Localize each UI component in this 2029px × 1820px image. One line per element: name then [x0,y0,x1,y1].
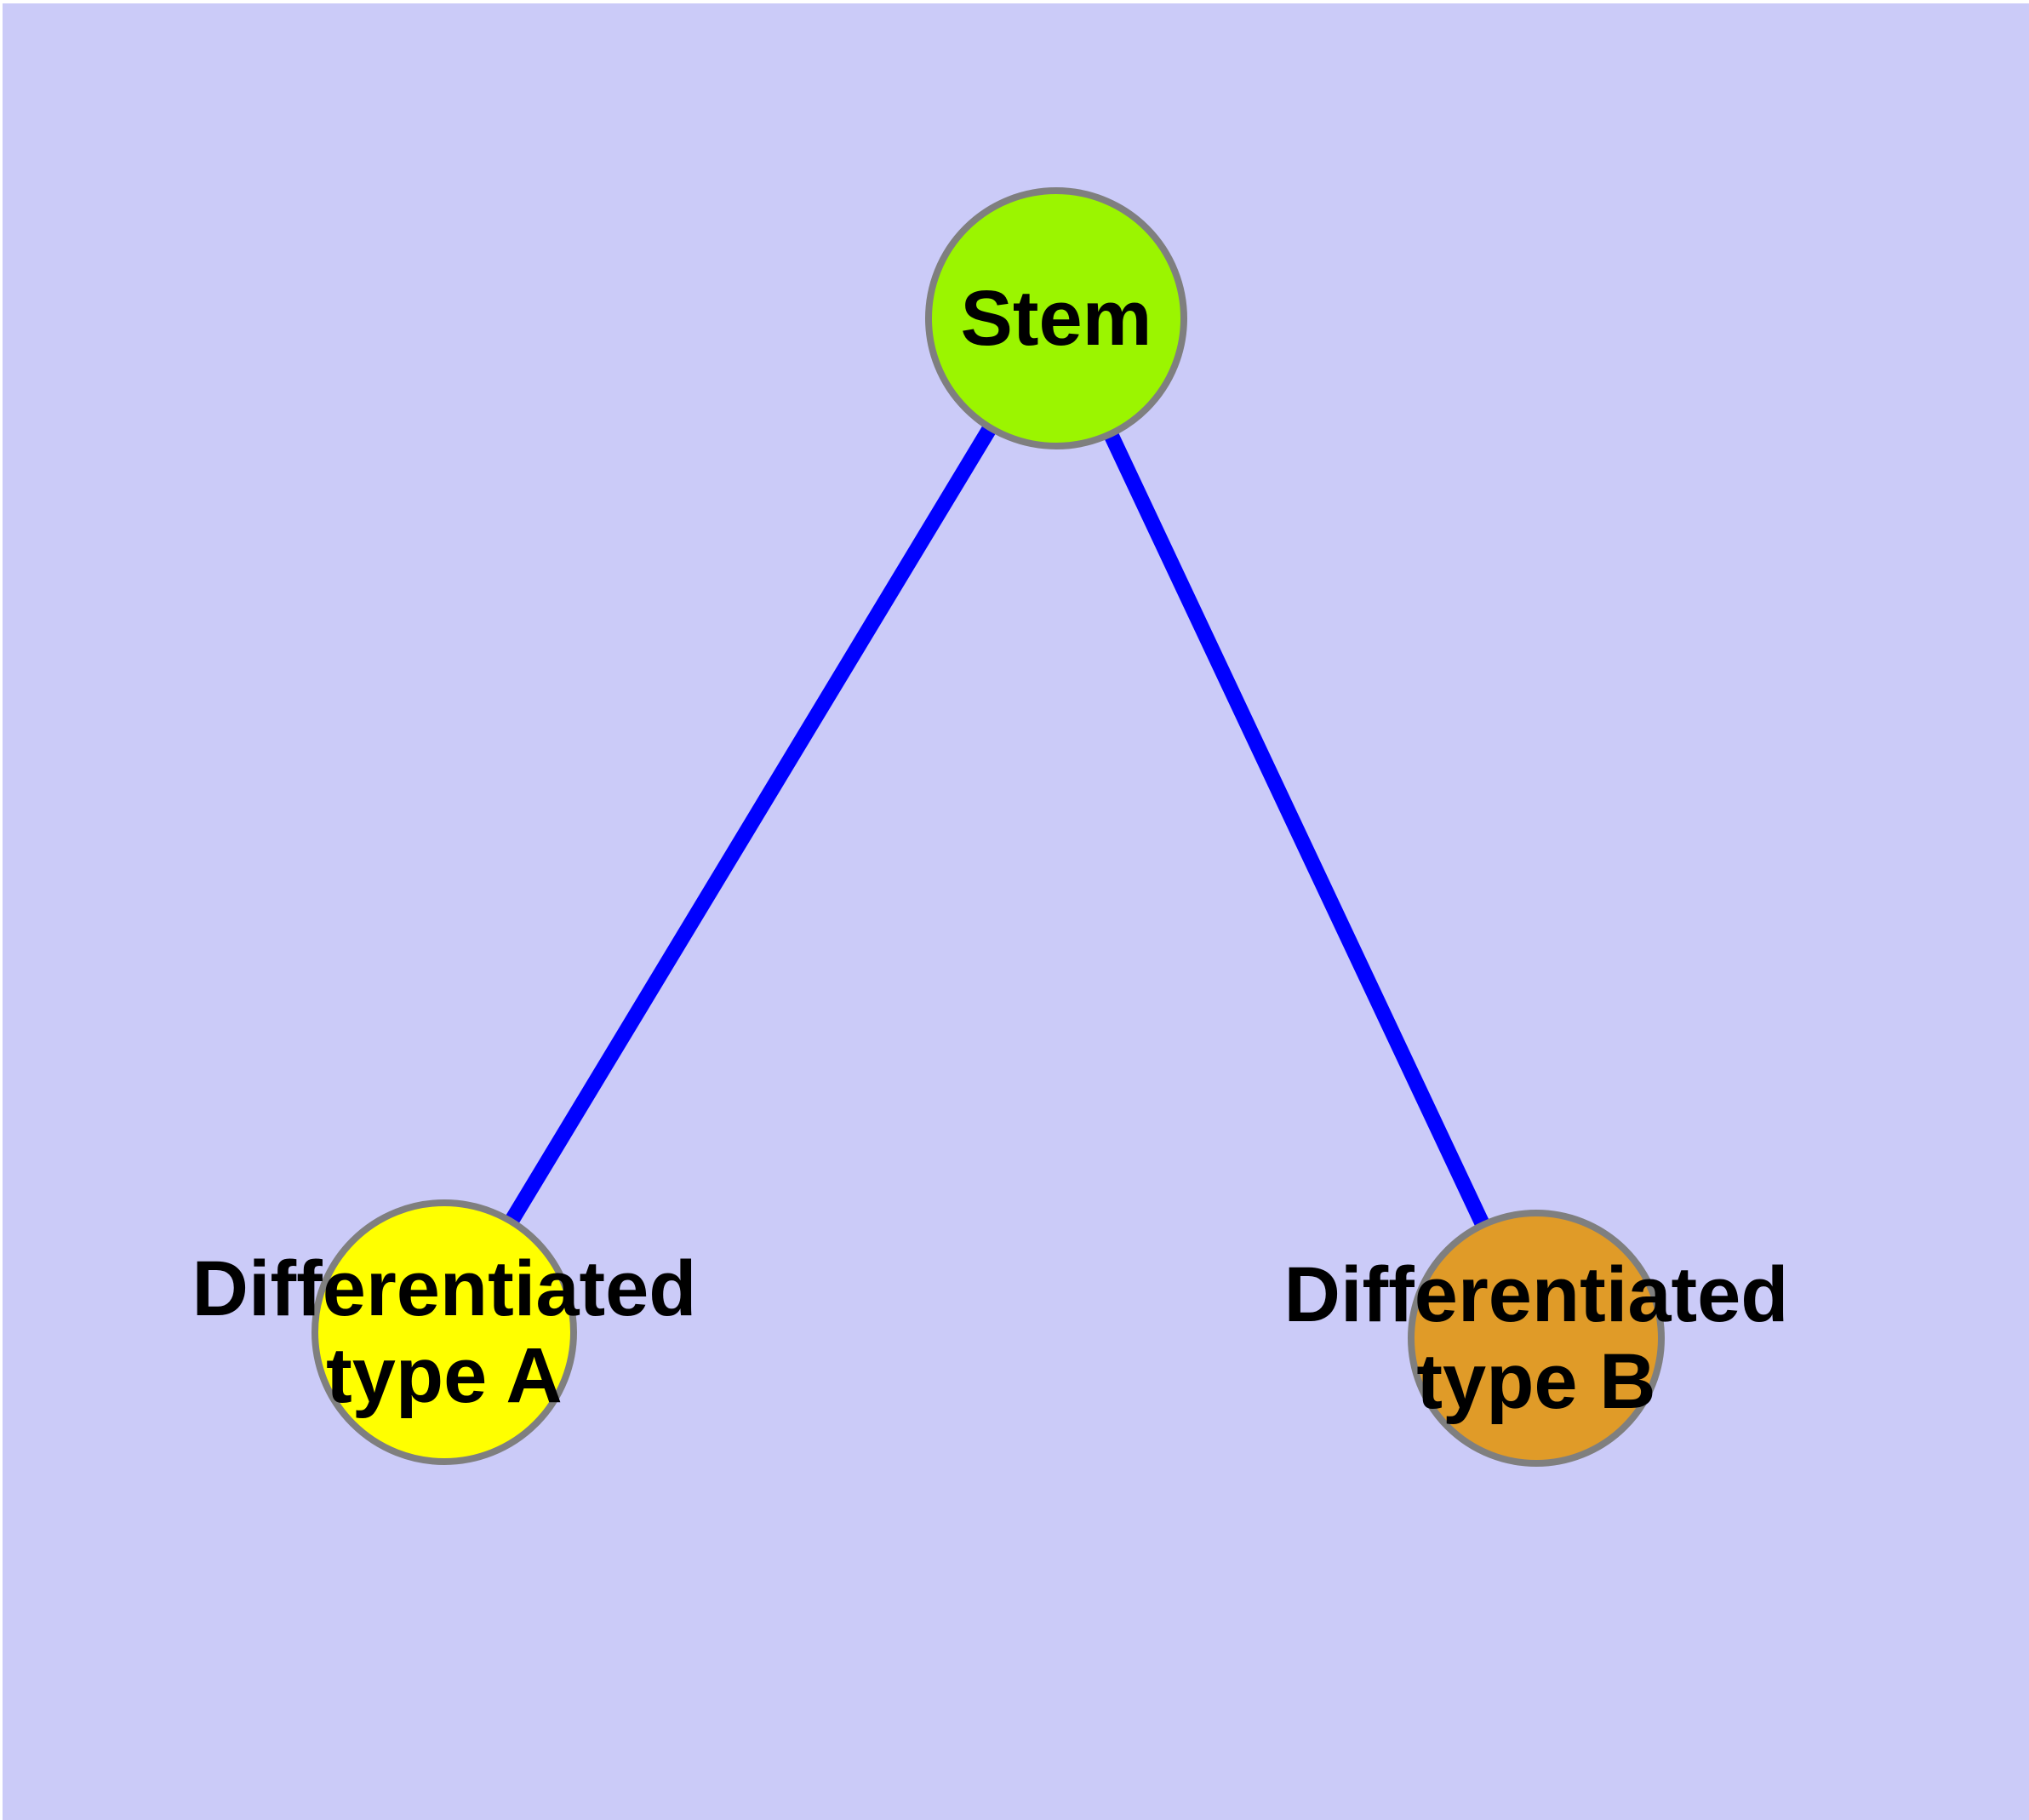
edge-stem-to-type-b [1049,315,1544,1342]
node-type-a [311,1199,577,1465]
node-type-b [1408,1210,1665,1467]
edge-stem-to-type-a [437,314,1063,1336]
node-label-stem: Stem [961,275,1152,362]
node-stem [925,187,1187,449]
